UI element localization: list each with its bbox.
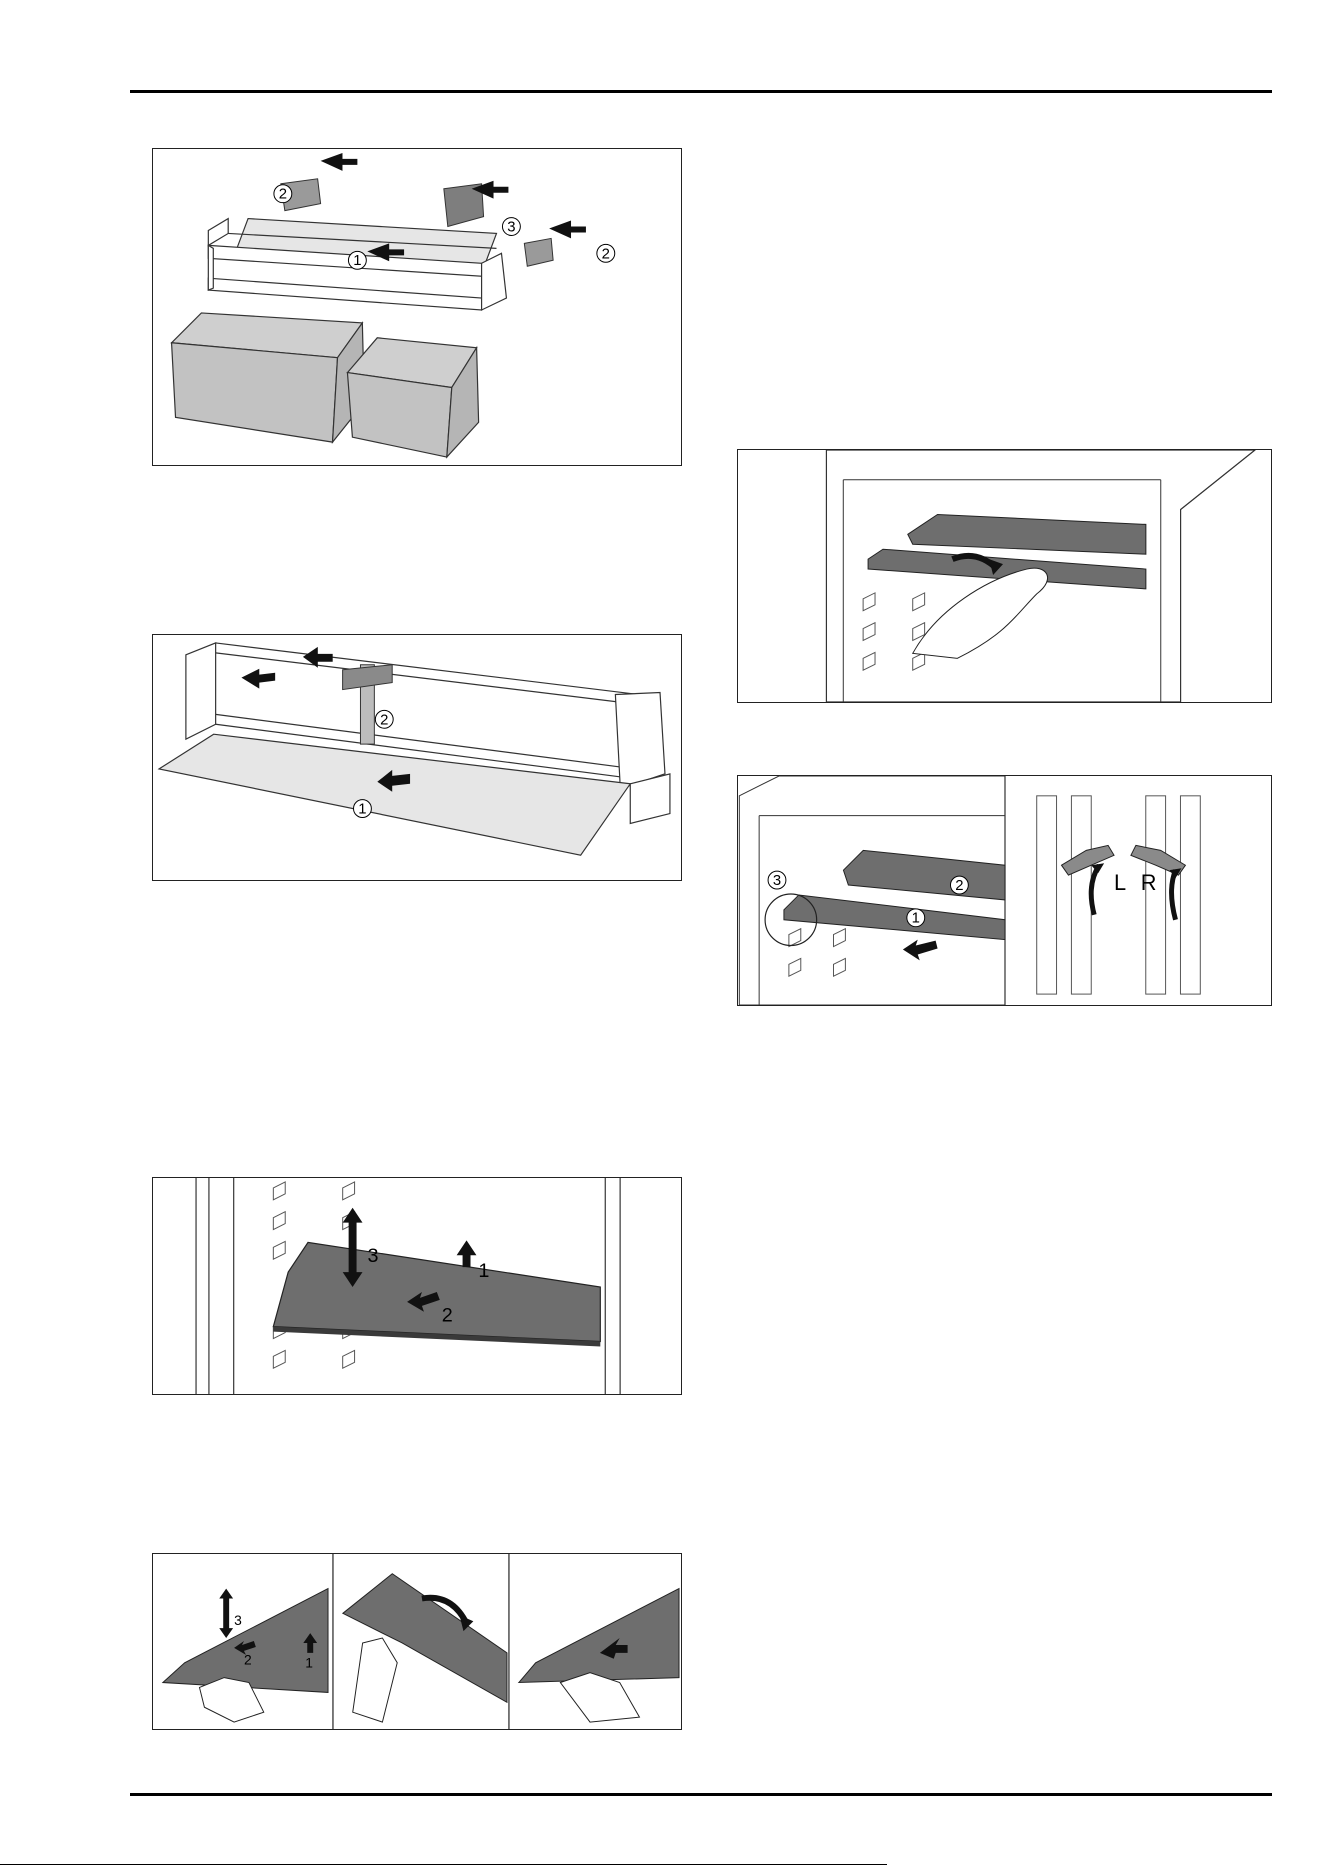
drawer-assembly-drawing: 1 2 3 2 — [153, 149, 681, 465]
footer-thin-rule — [0, 1864, 887, 1865]
callout-2-right: 2 — [602, 246, 610, 262]
label-2: 2 — [244, 1652, 252, 1668]
label-3: 3 — [367, 1245, 378, 1267]
shelf-hands-drawing: 3 2 1 — [153, 1554, 681, 1729]
figure-drawer-assembly: 1 2 3 2 — [152, 148, 682, 466]
shelf-support-drawing: 3 2 1 L R — [738, 776, 1271, 1005]
footer-rule — [130, 1793, 1272, 1796]
drawer-frame-drawing: 2 1 — [153, 635, 681, 880]
callout-1: 1 — [353, 253, 361, 269]
label-1: 1 — [478, 1260, 489, 1282]
figure-shelf-insert-hand — [737, 449, 1272, 703]
side-label-right: R — [1141, 870, 1157, 895]
figure-shelf-remove-hands: 3 2 1 — [152, 1553, 682, 1730]
shelf-remove-drawing: 3 1 2 — [153, 1178, 681, 1394]
callout-1: 1 — [358, 802, 366, 818]
label-3: 3 — [234, 1612, 242, 1628]
side-label-left: L — [1114, 870, 1126, 895]
callout-2: 2 — [380, 712, 388, 728]
callout-3: 3 — [507, 219, 515, 235]
shelf-insert-drawing — [738, 450, 1271, 702]
callout-3: 3 — [773, 873, 781, 889]
figure-shelf-remove-arrows: 3 1 2 — [152, 1177, 682, 1395]
label-2: 2 — [442, 1305, 453, 1327]
callout-1: 1 — [912, 911, 920, 927]
header-rule — [130, 90, 1272, 93]
figure-shelf-support-detail: 3 2 1 L R — [737, 775, 1272, 1006]
callout-2-left: 2 — [279, 187, 287, 203]
figure-drawer-frame-insert: 2 1 — [152, 634, 682, 881]
callout-2: 2 — [955, 878, 963, 894]
label-1: 1 — [305, 1655, 313, 1671]
